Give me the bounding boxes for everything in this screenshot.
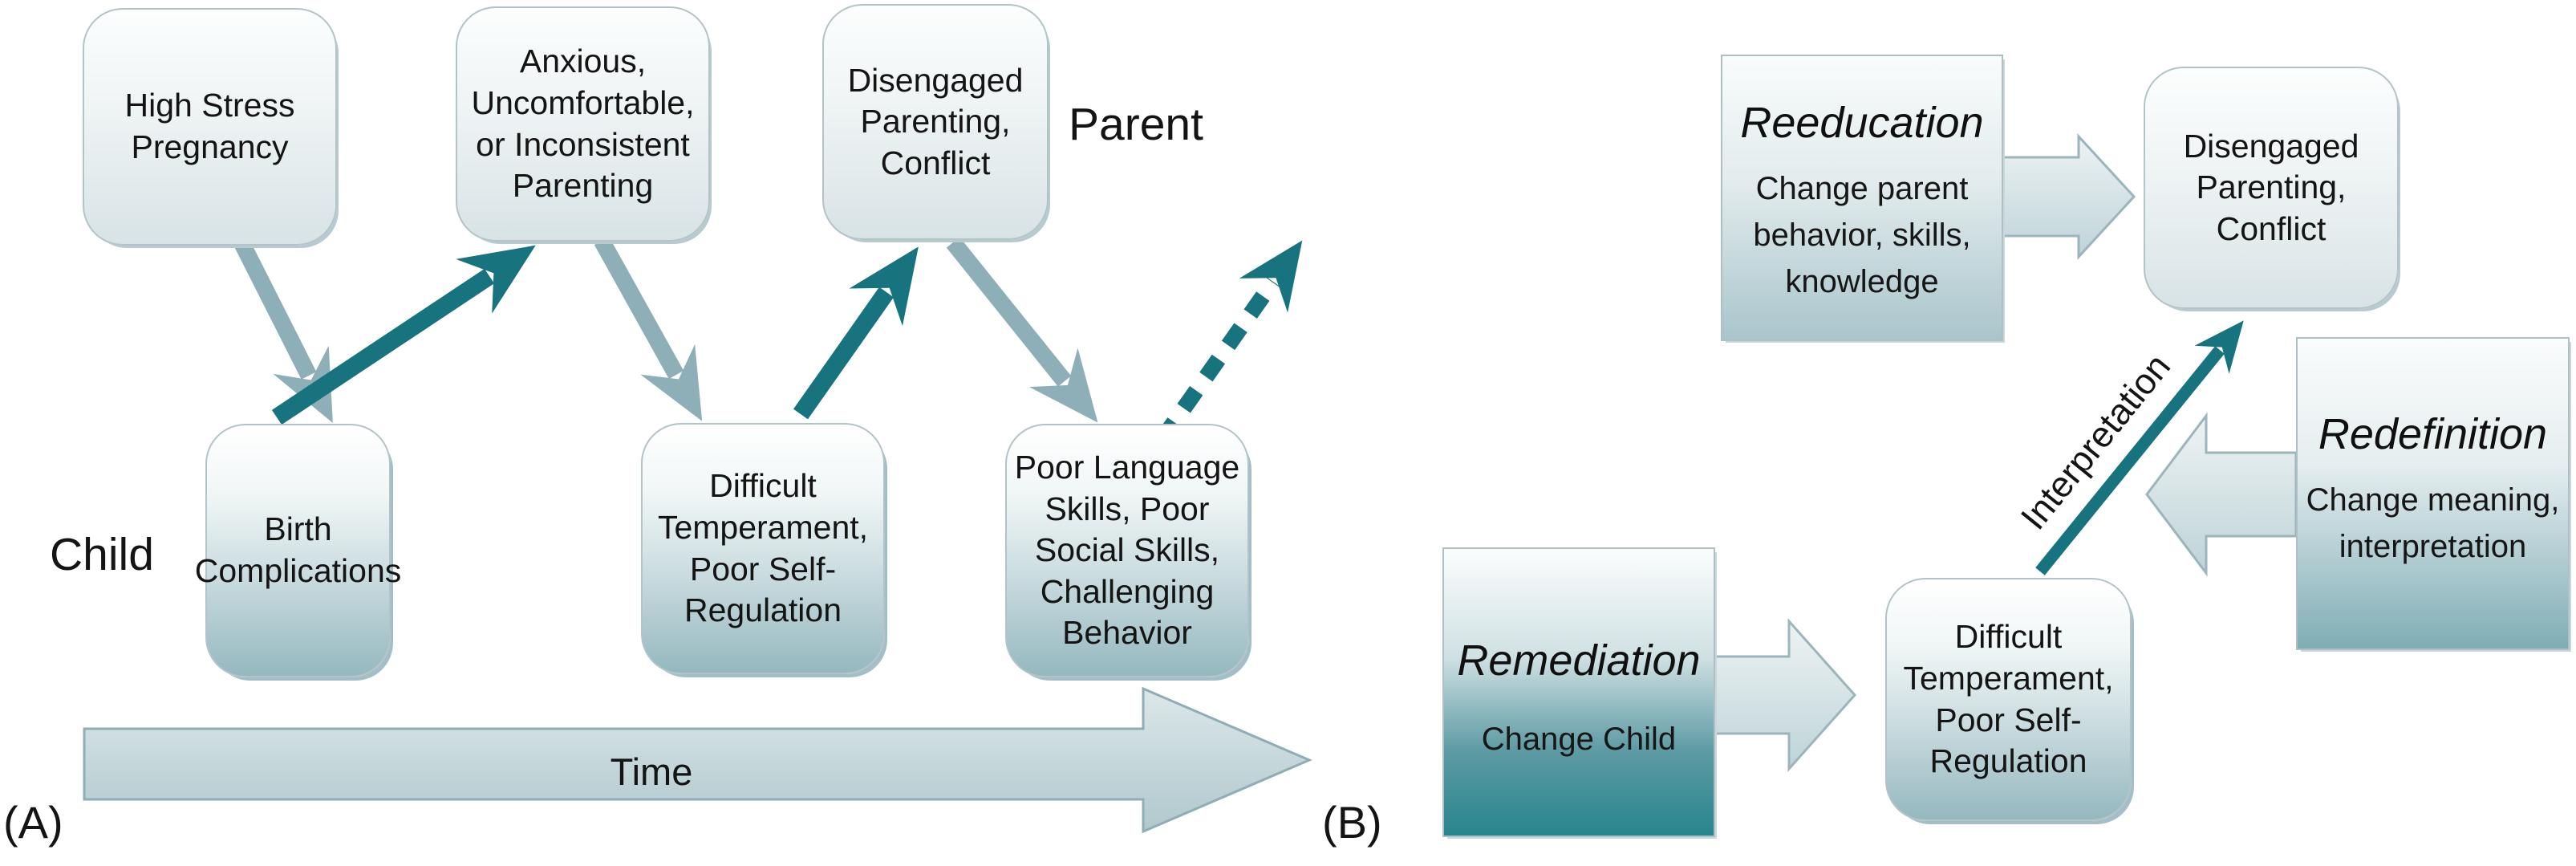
redefinition-box: Redefinition Change meaning, interpretat…: [2296, 337, 2570, 650]
box-disengaged-parenting-a: Disengaged Parenting, Conflict: [822, 4, 1049, 240]
box-birth-complications: Birth Complications: [195, 424, 401, 677]
time-arrow: [83, 686, 1312, 834]
box-birth-complications-label: Birth Complications: [194, 510, 402, 589]
box-difficult-temperament-a-label: Difficult Temperament, Poor Self- Regula…: [657, 467, 869, 629]
panel-a-label: (A): [3, 797, 63, 848]
remediation-title: Remediation: [1457, 636, 1701, 685]
reeducation-box: Reeducation Change parent behavior, skil…: [1721, 55, 2003, 341]
panel-b-label: (B): [1322, 797, 1382, 848]
remediation-block-arrow: [1714, 618, 1857, 772]
box-difficult-temperament-a: Difficult Temperament, Poor Self- Regula…: [641, 423, 885, 674]
arrow-future-dashed: [1154, 240, 1303, 445]
arrow-parent-to-child-1: [231, 234, 333, 424]
box-disengaged-parenting-b-label: Disengaged Parenting, Conflict: [2183, 127, 2359, 247]
time-label: Time: [611, 750, 693, 793]
reeducation-description: Change parent behavior, skills, knowledg…: [1753, 171, 1971, 299]
arrow-parent-to-child-3: [946, 237, 1098, 423]
redefinition-block-arrow: [2145, 412, 2298, 577]
arrow-child-to-parent-1: [271, 245, 536, 425]
box-anxious-inconsistent-parenting-label: Anxious, Uncomfortable, or Inconsistent …: [471, 43, 695, 205]
box-disengaged-parenting-a-label: Disengaged Parenting, Conflict: [847, 61, 1024, 181]
redefinition-title: Redefinition: [2318, 410, 2548, 458]
box-disengaged-parenting-b: Disengaged Parenting, Conflict: [2144, 67, 2399, 309]
interpretation-arrow: [2035, 320, 2244, 575]
parent-row-label: Parent: [1069, 99, 1203, 150]
box-high-stress-pregnancy: High Stress Pregnancy: [83, 8, 337, 246]
box-difficult-temperament-b: Difficult Temperament, Poor Self- Regula…: [1885, 578, 2132, 821]
box-poor-language-social-skills: Poor Language Skills, Poor Social Skills…: [1005, 424, 1249, 677]
box-high-stress-pregnancy-label: High Stress Pregnancy: [124, 87, 295, 165]
remediation-description: Change Child: [1481, 722, 1677, 757]
child-row-label: Child: [50, 529, 154, 580]
arrow-child-to-parent-2: [793, 246, 919, 420]
box-poor-language-social-skills-label: Poor Language Skills, Poor Social Skills…: [1014, 448, 1240, 652]
redefinition-description: Change meaning, interpretation: [2306, 482, 2560, 564]
arrow-parent-to-child-2: [594, 236, 703, 421]
reeducation-title: Reeducation: [1740, 99, 1984, 147]
remediation-box: Remediation Change Child: [1442, 547, 1715, 837]
box-anxious-inconsistent-parenting: Anxious, Uncomfortable, or Inconsistent …: [456, 6, 710, 242]
reeducation-block-arrow: [2002, 133, 2136, 260]
box-difficult-temperament-b-label: Difficult Temperament, Poor Self- Regula…: [1903, 618, 2114, 780]
